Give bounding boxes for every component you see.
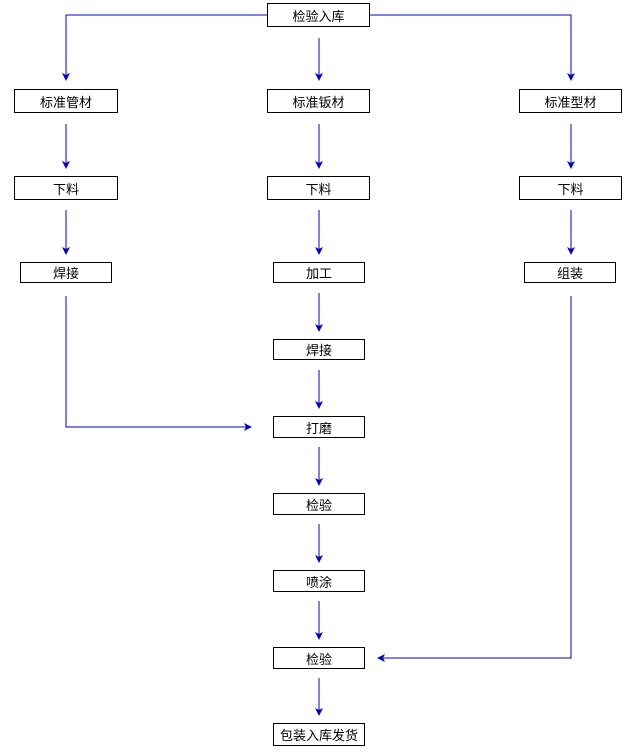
node-standard-pipe: 标准管材	[14, 89, 118, 113]
node-assembly: 组装	[524, 262, 616, 283]
node-standard-profile: 标准型材	[519, 89, 622, 113]
arrow-weld1-to-grind	[65, 296, 252, 431]
node-pipe-welding: 焊接	[20, 262, 112, 283]
arrow-top-to-pipe	[62, 14, 267, 81]
node-inspect-store: 检验入库	[267, 3, 370, 27]
node-standard-sheet: 标准钣材	[267, 89, 370, 113]
node-inspection-2: 检验	[273, 647, 365, 669]
node-grinding: 打磨	[273, 416, 365, 438]
node-sheet-welding: 焊接	[273, 339, 365, 360]
node-spray-painting: 喷涂	[273, 570, 365, 592]
node-profile-cutting: 下料	[519, 176, 622, 200]
arrow-assemble-to-inspect2	[377, 296, 572, 662]
arrow-top-to-profile	[370, 14, 575, 81]
node-inspection-1: 检验	[273, 493, 365, 515]
node-pack-store-ship: 包装入库发货	[273, 723, 365, 746]
node-pipe-cutting: 下料	[14, 176, 118, 200]
node-sheet-cutting: 下料	[267, 176, 370, 200]
node-machining: 加工	[273, 262, 365, 283]
